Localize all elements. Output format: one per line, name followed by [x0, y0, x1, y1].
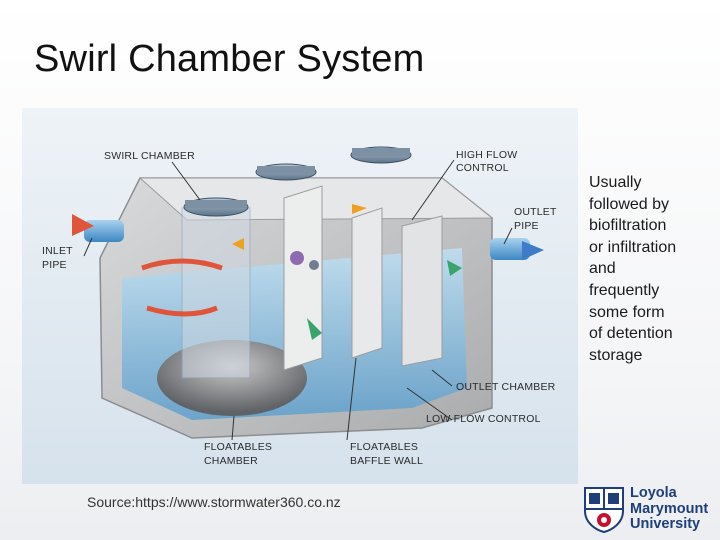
- label-baffle-wall: FLOATABLES: [350, 441, 418, 453]
- label-outlet-pipe: OUTLET: [514, 206, 557, 218]
- shield-icon: [584, 487, 624, 533]
- label-high-flow-control: HIGH FLOW: [456, 149, 517, 161]
- source-citation: Source:https://www.stormwater360.co.nz: [87, 494, 341, 510]
- logo-line-1: Loyola: [630, 485, 677, 501]
- label-outlet-pipe-2: PIPE: [514, 220, 539, 232]
- university-wordmark: Loyola Marymount University: [630, 485, 709, 533]
- label-low-flow-control: LOW FLOW CONTROL: [426, 413, 541, 425]
- label-inlet-pipe: INLET: [42, 245, 73, 257]
- outlet-pipe: [490, 238, 530, 260]
- label-swirl-chamber: SWIRL CHAMBER: [104, 150, 195, 162]
- inlet-pipe: [84, 220, 124, 242]
- slide-title: Swirl Chamber System: [34, 38, 425, 80]
- logo-line-3: University: [630, 516, 701, 532]
- university-logo: Loyola Marymount University: [580, 484, 715, 534]
- label-outlet-chamber: OUTLET CHAMBER: [456, 381, 556, 393]
- label-floatables-chamber-2: CHAMBER: [204, 455, 258, 467]
- label-high-flow-control-2: CONTROL: [456, 162, 509, 174]
- diagram-illustration: SWIRL CHAMBER HIGH FLOW CONTROL OUTLET P…: [22, 108, 578, 484]
- side-note: Usually followed by biofiltration or inf…: [589, 174, 677, 364]
- label-floatables-chamber: FLOATABLES: [204, 441, 272, 453]
- swirl-chamber-diagram: SWIRL CHAMBER HIGH FLOW CONTROL OUTLET P…: [22, 108, 578, 484]
- logo-line-2: Marymount: [630, 500, 709, 517]
- label-baffle-wall-2: BAFFLE WALL: [350, 455, 423, 467]
- baffle-wall: [351, 207, 383, 359]
- label-inlet-pipe-2: PIPE: [42, 259, 67, 271]
